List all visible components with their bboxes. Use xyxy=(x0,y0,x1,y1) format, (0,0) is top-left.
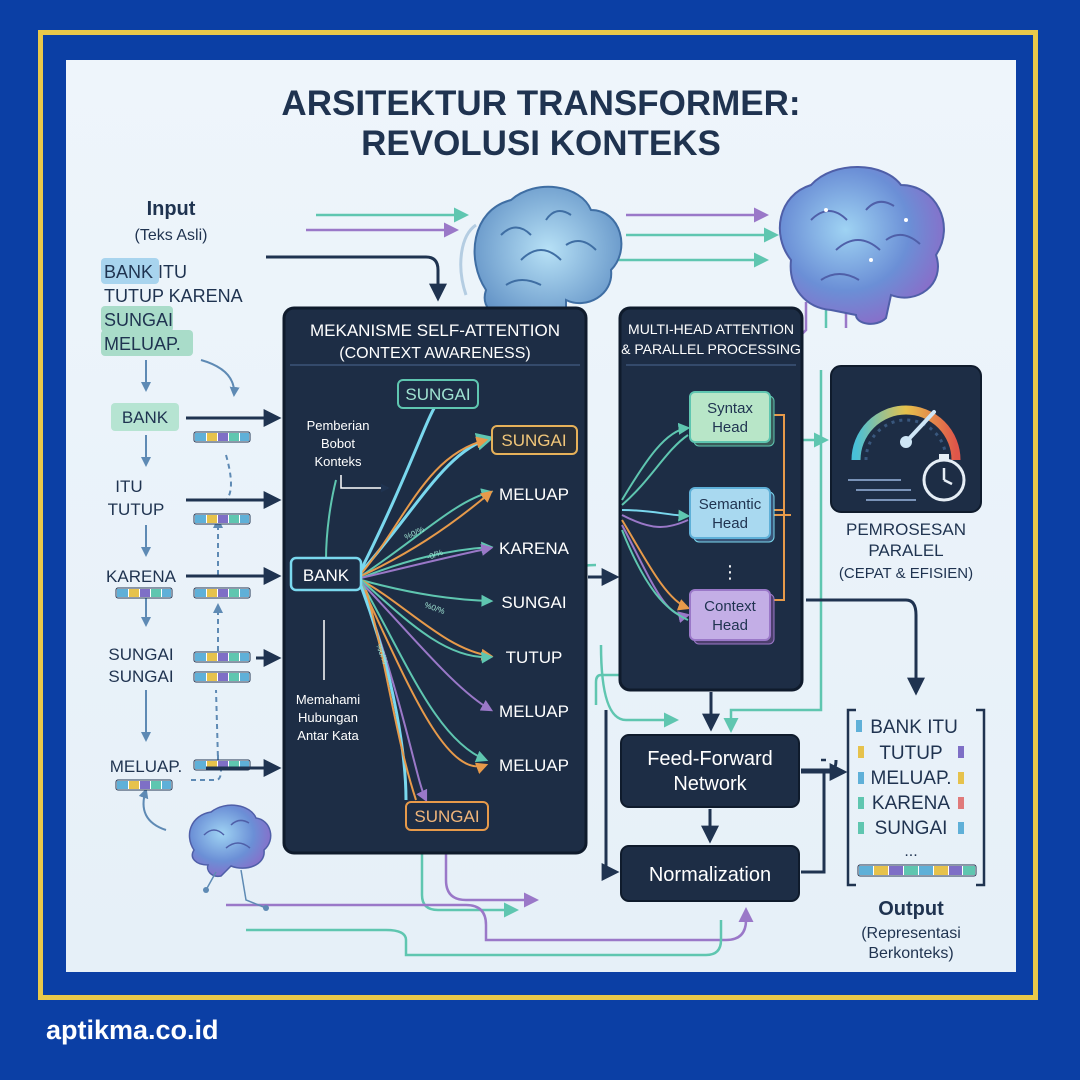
semantic-head: Semantic Head xyxy=(689,487,775,543)
title-line-2: REVOLUSI KONTEKS xyxy=(361,124,721,163)
output-word: MELUAP. xyxy=(871,768,952,789)
input-token: MELUAP. xyxy=(110,757,182,776)
feed-forward-box xyxy=(620,734,800,808)
input-heading: Input xyxy=(147,198,196,220)
output-bracket-left xyxy=(846,708,856,887)
input-sentence-line: SUNGAI xyxy=(104,310,173,330)
embedding-bars xyxy=(115,431,251,791)
input-token: SUNGAI xyxy=(108,645,173,664)
output-word: SUNGAI xyxy=(875,818,948,839)
output-embedding-bar xyxy=(857,864,977,877)
weight-note: Pemberian xyxy=(307,418,370,433)
top-word-box xyxy=(397,379,479,409)
multi-head-title: MULTI-HEAD ATTENTION xyxy=(628,321,794,337)
parallel-line-2: PARALEL xyxy=(868,541,943,560)
target-word: MELUAP xyxy=(499,702,569,721)
ffn-output-arrows xyxy=(601,710,848,881)
head-label: Context xyxy=(704,598,757,615)
transformer-diagram: ARSITEKTUR TRANSFORMER: REVOLUSI KONTEKS xyxy=(101,84,986,962)
syntax-head: Syntax Head xyxy=(689,391,775,447)
feed-forward-line-2: Network xyxy=(673,773,747,795)
output-heading: Output xyxy=(878,898,944,920)
head-label: Semantic xyxy=(699,496,762,513)
head-label: Head xyxy=(712,419,748,436)
context-head: Context Head xyxy=(689,589,775,645)
output-bracket-right xyxy=(976,708,986,887)
target-word: SUNGAI xyxy=(501,431,566,450)
weight-note: Konteks xyxy=(315,454,362,469)
feed-forward-line-1: Feed-Forward xyxy=(647,748,773,770)
target-word-box xyxy=(491,425,578,455)
output-word: KARENA xyxy=(872,793,950,814)
output-word: TUTUP xyxy=(879,743,942,764)
input-subheading: (Teks Asli) xyxy=(135,227,208,244)
head-label: Head xyxy=(712,515,748,532)
output-subheading: (Representasi xyxy=(861,925,961,942)
top-word: SUNGAI xyxy=(405,385,470,404)
output-word: BANK ITU xyxy=(870,717,958,738)
gold-frame xyxy=(38,30,1038,1000)
relation-note: Antar Kata xyxy=(297,728,359,743)
head-label: Syntax xyxy=(707,400,753,417)
title-line-1: ARSITEKTUR TRANSFORMER: xyxy=(281,84,800,123)
brain-icon xyxy=(459,185,623,329)
target-word: KARENA xyxy=(499,539,570,558)
input-sentence-line: TUTUP KARENA xyxy=(104,286,243,306)
bottom-word: SUNGAI xyxy=(414,807,479,826)
token-box xyxy=(111,403,179,431)
self-attention-subtitle: (CONTEXT AWARENESS) xyxy=(339,345,530,362)
normalization-box xyxy=(620,845,800,902)
input-token: BANK xyxy=(122,408,169,427)
self-attention-title: MEKANISME SELF-ATTENTION xyxy=(310,321,560,340)
target-word: MELUAP xyxy=(499,485,569,504)
output-subheading: Berkonteks) xyxy=(868,945,953,962)
speed-lines xyxy=(848,479,916,501)
relation-note: Memahami xyxy=(296,692,360,707)
highlight-sungai xyxy=(101,306,173,332)
highlight-bank xyxy=(101,258,159,284)
source-word: BANK xyxy=(303,566,350,585)
parallel-line-3: (CEPAT & EFISIEN) xyxy=(839,565,973,582)
attention-lines xyxy=(325,404,495,803)
input-token: KARENA xyxy=(106,567,177,586)
parallel-line-1: PEMROSESAN xyxy=(846,520,966,539)
head-label: Head xyxy=(712,617,748,634)
input-token: SUNGAI xyxy=(108,667,173,686)
footer-site: aptikma.co.id xyxy=(46,1015,219,1045)
input-to-attention-arrows xyxy=(186,409,282,777)
target-word: MELUAP xyxy=(499,756,569,775)
speedometer-icon xyxy=(851,405,961,461)
input-token: ITU xyxy=(115,477,142,496)
output-word: ... xyxy=(904,843,917,860)
multi-head-subtitle: & PARALLEL PROCESSING xyxy=(621,341,801,357)
stopwatch-icon xyxy=(922,454,966,502)
head-ellipsis: ⋮ xyxy=(721,562,739,582)
background-flow-lines xyxy=(226,207,925,957)
input-flow-arrows xyxy=(138,359,240,831)
source-word-box xyxy=(289,556,363,592)
bottom-word-box xyxy=(405,801,489,831)
brain-icon xyxy=(778,166,945,325)
target-word: TUTUP xyxy=(506,648,563,667)
target-word: SUNGAI xyxy=(501,593,566,612)
weight-note: Bobot xyxy=(321,436,355,451)
input-sentence-line: BANK ITU xyxy=(104,262,187,282)
input-sentence-line: MELUAP. xyxy=(104,334,181,354)
highlight-meluap xyxy=(101,330,193,356)
relation-note: Hubungan xyxy=(298,710,358,725)
normalization-label: Normalization xyxy=(649,864,771,886)
parallel-card xyxy=(830,365,982,513)
diagram-canvas: ARSITEKTUR TRANSFORMER: REVOLUSI KONTEKS xyxy=(66,60,1016,972)
brain-icon xyxy=(188,804,272,911)
weight-note-pointer xyxy=(340,475,390,493)
output-markers xyxy=(856,720,964,834)
input-token: TUTUP xyxy=(108,500,165,519)
